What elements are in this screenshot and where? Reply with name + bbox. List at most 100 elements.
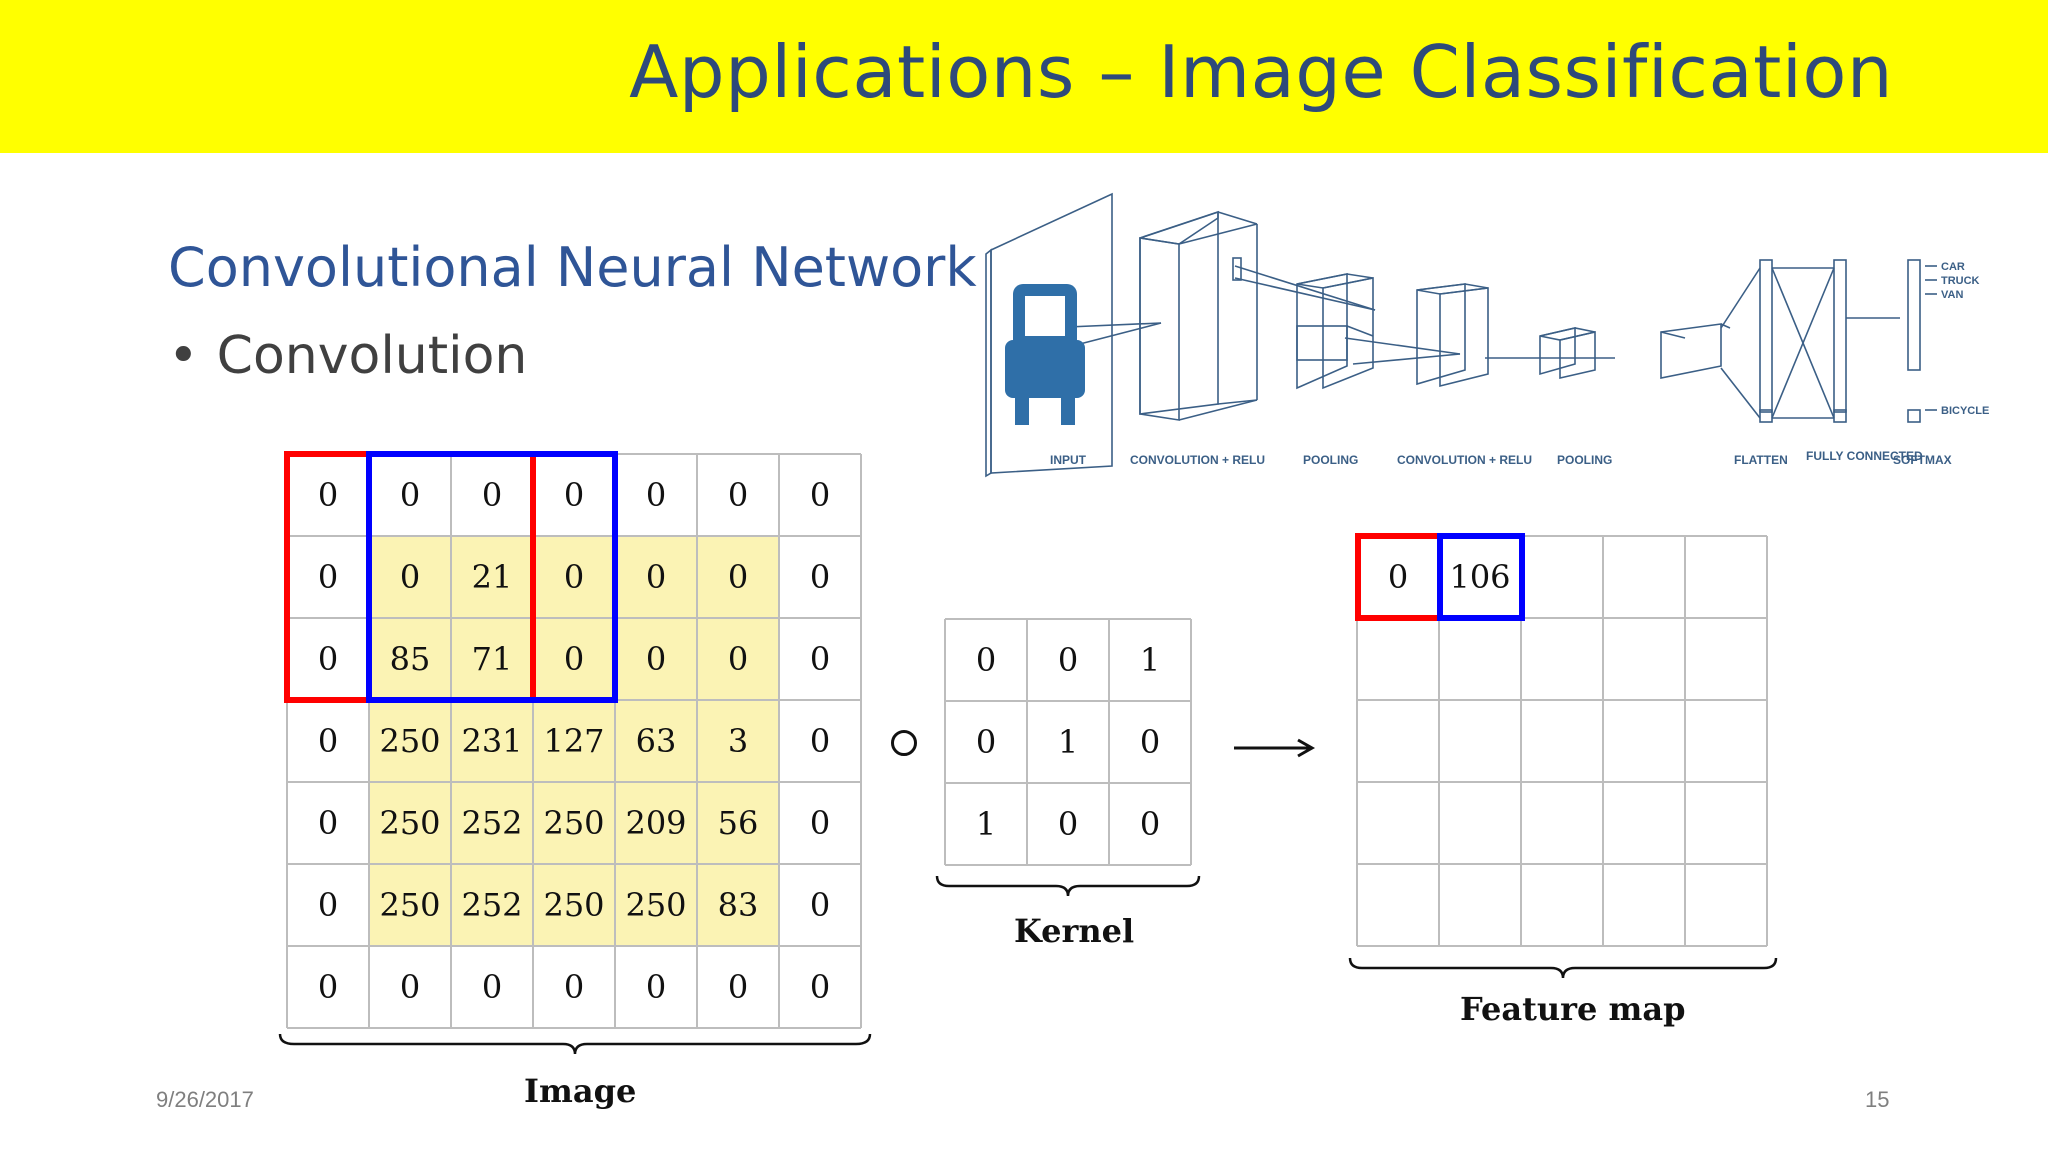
image-brace-icon — [278, 1033, 872, 1055]
matrix-cell: 0 — [809, 476, 831, 514]
matrix-cell: 0 — [317, 558, 339, 596]
grid-line — [1357, 535, 1767, 537]
cnn-class-label: BICYCLE — [1941, 405, 1989, 417]
matrix-cell: 0 — [727, 476, 749, 514]
cnn-stage-label: INPUT — [1050, 453, 1087, 467]
matrix-cell — [1603, 864, 1685, 946]
title-bar — [0, 0, 2048, 153]
matrix-cell — [1357, 864, 1439, 946]
matrix-cell: 0 — [809, 558, 831, 596]
grid-line — [1520, 536, 1522, 946]
matrix-cell: 0 — [533, 536, 615, 618]
cnn-class-label: TRUCK — [1941, 275, 1980, 287]
matrix-cell: 0 — [1057, 641, 1079, 679]
matrix-cell: 209 — [615, 782, 697, 864]
grid-line — [696, 454, 698, 1028]
feature-map-red-cell — [1355, 533, 1443, 621]
grid-line — [1438, 536, 1440, 946]
grid-line — [1766, 536, 1768, 946]
matrix-cell: 231 — [451, 700, 533, 782]
matrix-cell: 0 — [317, 640, 339, 678]
cnn-stage-label: FLATTEN — [1734, 453, 1788, 467]
matrix-cell: 83 — [697, 864, 779, 946]
matrix-cell: 0 — [975, 723, 997, 761]
matrix-cell: 85 — [369, 618, 451, 700]
matrix-cell: 250 — [533, 782, 615, 864]
grid-line — [945, 864, 1191, 866]
matrix-cell: 250 — [533, 864, 615, 946]
grid-line — [1026, 619, 1028, 865]
matrix-cell — [1521, 864, 1603, 946]
matrix-cell: 127 — [533, 700, 615, 782]
grid-line — [1357, 945, 1767, 947]
grid-line — [1357, 617, 1767, 619]
matrix-cell: 0 — [317, 804, 339, 842]
matrix-cell: 0 — [563, 968, 585, 1006]
matrix-cell — [1439, 700, 1521, 782]
matrix-cell: 1 — [1139, 641, 1161, 679]
matrix-cell: 0 — [809, 804, 831, 842]
grid-line — [945, 700, 1191, 702]
matrix-cell — [1439, 782, 1521, 864]
image-blue-window — [366, 451, 618, 703]
section-heading: Convolutional Neural Network — [168, 236, 977, 299]
bullet-text: Convolution — [216, 326, 528, 386]
matrix-cell — [1685, 618, 1767, 700]
matrix-cell: 0 — [697, 618, 779, 700]
matrix-cell: 0 — [563, 476, 585, 514]
cnn-stage-label: POOLING — [1303, 453, 1358, 467]
matrix-cell: 0 — [975, 641, 997, 679]
matrix-cell: 0 — [1387, 558, 1409, 596]
matrix-cell: 0 — [1057, 805, 1079, 843]
matrix-cell: 0 — [645, 968, 667, 1006]
matrix-cell — [1603, 700, 1685, 782]
matrix-cell: 1 — [975, 805, 997, 843]
matrix-cell: 1 — [1057, 723, 1079, 761]
matrix-cell — [1521, 536, 1603, 618]
matrix-cell — [1685, 700, 1767, 782]
matrix-cell: 0 — [399, 476, 421, 514]
cnn-class-label: CAR — [1941, 261, 1965, 273]
matrix-cell — [1357, 700, 1439, 782]
matrix-cell: 0 — [615, 618, 697, 700]
grid-line — [287, 781, 861, 783]
grid-line — [287, 945, 861, 947]
grid-line — [1190, 619, 1192, 865]
matrix-cell: 250 — [369, 864, 451, 946]
grid-line — [614, 454, 616, 1028]
matrix-cell: 3 — [697, 700, 779, 782]
grid-line — [1602, 536, 1604, 946]
cnn-stage-label: FULLY CONNECTED — [1806, 449, 1923, 463]
kernel-label: Kernel — [1014, 912, 1135, 950]
grid-line — [1684, 536, 1686, 946]
matrix-cell: 71 — [451, 618, 533, 700]
feature-map-label: Feature map — [1460, 990, 1686, 1028]
arrow-right-icon — [1234, 738, 1316, 758]
matrix-cell: 0 — [399, 968, 421, 1006]
matrix-cell: 0 — [1139, 723, 1161, 761]
cnn-stage-label: CONVOLUTION + RELU — [1130, 453, 1265, 467]
cnn-class-label: VAN — [1941, 289, 1963, 301]
matrix-cell: 0 — [317, 722, 339, 760]
grid-line — [1357, 781, 1767, 783]
matrix-cell: 63 — [615, 700, 697, 782]
matrix-cell: 0 — [317, 476, 339, 514]
matrix-cell: 0 — [809, 722, 831, 760]
matrix-cell: 250 — [369, 700, 451, 782]
matrix-cell: 250 — [615, 864, 697, 946]
matrix-cell: 0 — [809, 968, 831, 1006]
matrix-cell: 106 — [1449, 558, 1511, 596]
matrix-cell: 252 — [451, 782, 533, 864]
matrix-cell — [1439, 864, 1521, 946]
grid-line — [1357, 863, 1767, 865]
grid-line — [532, 454, 534, 1028]
grid-line — [1357, 699, 1767, 701]
image-label: Image — [524, 1072, 637, 1110]
matrix-cell: 0 — [697, 536, 779, 618]
matrix-cell: 21 — [451, 536, 533, 618]
grid-line — [287, 535, 861, 537]
slide-title: Applications – Image Classification — [629, 30, 1893, 114]
slide-page-number: 15 — [1865, 1087, 1890, 1112]
matrix-cell: 252 — [451, 864, 533, 946]
